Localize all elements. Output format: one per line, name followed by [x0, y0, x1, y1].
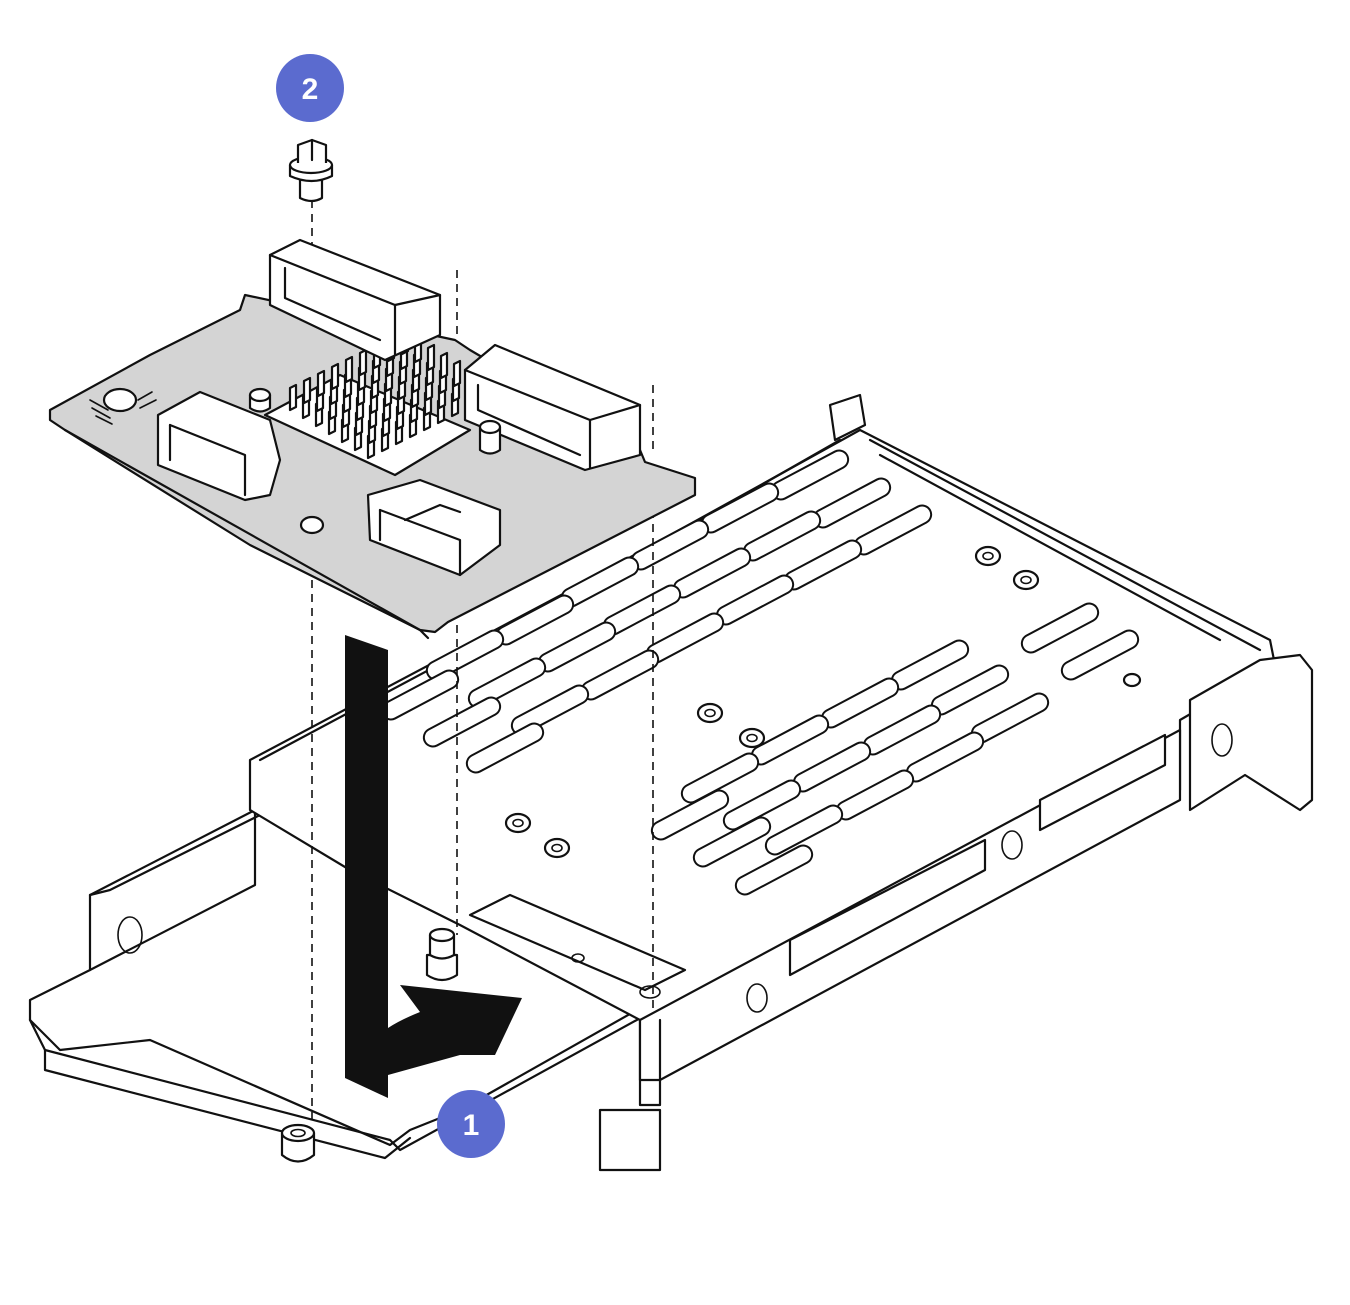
heatsink-fin — [452, 359, 462, 388]
tray-bosses — [504, 545, 1142, 859]
interior-mount-plate — [468, 893, 687, 992]
ventilation-slot — [465, 722, 545, 774]
front-slot-1 — [788, 838, 987, 977]
board-component — [89, 387, 157, 425]
boss — [1122, 672, 1142, 688]
heatsink-fin — [358, 348, 368, 377]
connector-front-left — [156, 390, 282, 502]
front-screw-hole — [1001, 830, 1023, 860]
heatsink-fin — [426, 343, 436, 372]
boss — [543, 837, 571, 859]
connector-top-right — [463, 343, 642, 472]
connector-top-left — [268, 238, 442, 362]
arrow-icon — [345, 635, 522, 1098]
cage-latch — [1188, 653, 1314, 812]
ventilation-slot — [467, 657, 547, 709]
callout-step-1-label: 1 — [463, 1109, 480, 1142]
boss — [974, 545, 1002, 567]
boss — [504, 812, 532, 834]
ventilation-slot — [722, 779, 802, 831]
arrow-head — [388, 985, 522, 1075]
ventilation-slot — [764, 804, 844, 856]
boss — [696, 702, 724, 724]
ventilation-slot — [425, 629, 505, 681]
boss — [1012, 569, 1040, 591]
ventilation-slot — [692, 816, 772, 868]
heatsink-fin — [316, 369, 326, 398]
adapter-board — [48, 238, 697, 640]
ventilation-slot — [510, 684, 590, 736]
cage-side-wall — [88, 808, 257, 972]
standoff-post-2 — [425, 927, 459, 982]
front-slot-2 — [1038, 733, 1167, 832]
board-post-left — [248, 387, 272, 413]
heatsink-fin — [330, 362, 340, 391]
standoff-post-1 — [280, 1123, 316, 1163]
ventilation-slot — [680, 752, 760, 804]
ventilation-slot — [734, 844, 814, 896]
heatsink-fin — [288, 383, 298, 412]
callout-step-1: 1 — [437, 1090, 505, 1158]
callout-step-2: 2 — [276, 54, 344, 122]
board-post-right — [478, 419, 502, 455]
board-mount-hole — [299, 515, 325, 535]
screw-icon — [288, 138, 334, 203]
heatsink-fin — [302, 376, 312, 405]
ventilation-slot — [1020, 602, 1100, 654]
ventilation-slot — [1060, 629, 1140, 681]
boss — [738, 727, 766, 749]
cage-rear-tab — [828, 393, 867, 442]
base-hole — [117, 916, 143, 954]
bottom-bracket — [598, 1108, 662, 1172]
heatsink-fin — [439, 351, 449, 380]
arrow-down-stroke — [345, 635, 388, 1098]
callout-icon: 2 1 — [276, 54, 505, 1158]
connector-front-mid — [366, 478, 502, 577]
callout-step-2-label: 2 — [302, 73, 319, 106]
heatsink-fin — [344, 355, 354, 384]
tray-ventilation-slots — [380, 449, 1140, 896]
latch-hole — [1211, 723, 1233, 757]
